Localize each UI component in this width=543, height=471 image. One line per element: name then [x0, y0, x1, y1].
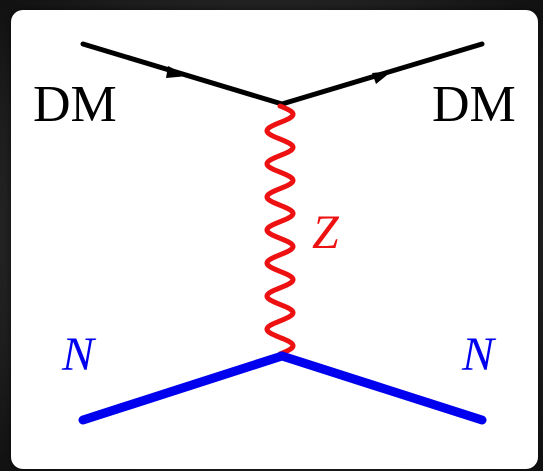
feynman-diagram: DM DM Z N N: [33, 41, 516, 425]
nucleon-incoming-line: [78, 351, 287, 425]
diagram-panel: DM DM Z N N: [11, 10, 538, 469]
dm-outgoing-label: DM: [432, 76, 516, 133]
dm-incoming-label: DM: [33, 76, 117, 133]
z-boson-propagator: [264, 103, 296, 357]
nucleon-incoming-label: N: [61, 328, 97, 381]
nucleon-outgoing-line: [277, 351, 487, 425]
nucleon-outgoing-label: N: [461, 328, 497, 381]
dm-outgoing-arrow-icon: [372, 71, 392, 84]
dm-incoming-arrow-icon: [166, 66, 188, 78]
z-boson-label: Z: [312, 206, 340, 259]
